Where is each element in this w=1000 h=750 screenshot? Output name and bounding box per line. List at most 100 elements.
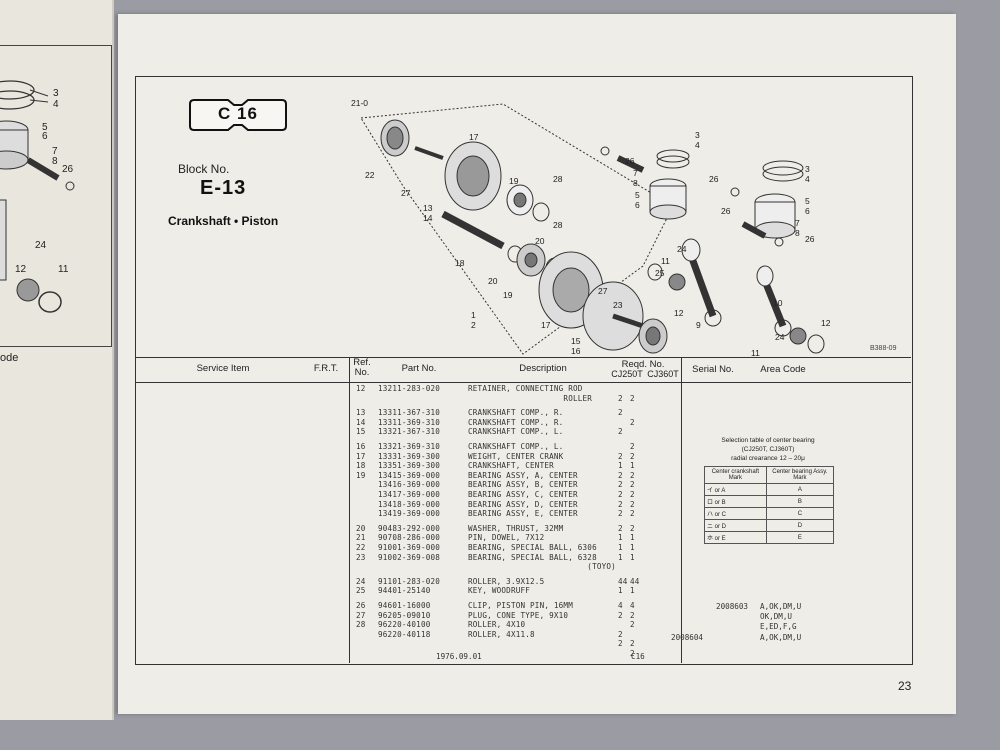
selection-table-title: Selection table of center bearing bbox=[721, 437, 815, 444]
diagram-callout: 18 bbox=[455, 258, 465, 268]
left-callout: 11 bbox=[58, 264, 69, 275]
diagram-callout: 8 bbox=[633, 178, 638, 188]
qty-cj250t-cell: 2 bbox=[618, 639, 623, 649]
description-cell: CLIP, PISTON PIN, 16MM bbox=[468, 601, 573, 610]
left-callout: 3 bbox=[53, 88, 59, 99]
qty-cj250t-cell: 4 bbox=[618, 601, 623, 610]
qty-cj360t-cell: 2 bbox=[630, 620, 635, 630]
qty-cj250t-cell: 2 bbox=[618, 499, 623, 509]
left-callout: 26 bbox=[62, 164, 74, 175]
page-number: 23 bbox=[898, 679, 912, 693]
diagram-callout: 22 bbox=[365, 170, 375, 180]
ref-cell: 24 bbox=[356, 576, 366, 586]
section-code: C 16 bbox=[218, 104, 258, 123]
description-cell: PIN, DOWEL, 7X12 bbox=[468, 533, 545, 543]
ref-cell: 19 bbox=[356, 470, 366, 480]
diagram-callout: 6 bbox=[635, 200, 640, 210]
assy-mark: C bbox=[765, 507, 835, 520]
qty-cj250t-cell: 2 bbox=[618, 470, 623, 480]
assy-mark: D bbox=[765, 519, 835, 532]
diagram-callout: 26 bbox=[805, 234, 815, 244]
exploded-parts-diagram: 21-0 22 27 17 13 14 19 28 28 18 20 20 19… bbox=[351, 98, 831, 358]
qty-cj250t-cell: 2 bbox=[618, 480, 623, 490]
part-no-cell: 13417-369-000 bbox=[378, 490, 441, 499]
diagram-callout: 5 bbox=[805, 196, 810, 206]
description-cell: BEARING ASSY, C, CENTER bbox=[468, 490, 578, 499]
diagram-callout: 20 bbox=[535, 236, 545, 246]
qty-cj250t-cell: 2 bbox=[618, 629, 623, 639]
ref-cell: 17 bbox=[356, 451, 366, 461]
diagram-callout: 27 bbox=[401, 188, 411, 198]
diagram-callout: 26 bbox=[625, 156, 635, 166]
diagram-callout: 26 bbox=[721, 206, 731, 216]
diagram-callout: 17 bbox=[541, 320, 551, 330]
selection-table-clearance: radial crearance 12 – 20μ bbox=[731, 455, 805, 462]
diagram-callout: 23 bbox=[613, 300, 623, 310]
left-callout: 5 bbox=[42, 122, 48, 133]
diagram-callout: 5 bbox=[635, 190, 640, 200]
diagram-callout: 15 bbox=[571, 336, 581, 346]
qty-cj250t-cell: 44 bbox=[618, 576, 628, 586]
description-cell: ROLLER bbox=[468, 393, 593, 403]
column-divider bbox=[349, 357, 350, 663]
description-cell: CRANKSHAFT COMP., L. bbox=[468, 442, 564, 451]
qty-cj360t-cell: 1 bbox=[630, 543, 635, 552]
description-cell: CRANKSHAFT COMP., R. bbox=[468, 417, 564, 427]
ref-cell: 26 bbox=[356, 601, 366, 610]
ref-cell: 14 bbox=[356, 417, 366, 427]
qty-cj250t-cell: 2 bbox=[618, 490, 623, 499]
diagram-callout: 9 bbox=[696, 320, 701, 330]
part-no-cell: 96205-09010 bbox=[378, 610, 431, 620]
qty-cj250t-cell: 1 bbox=[618, 543, 623, 552]
description-cell: BEARING ASSY, A, CENTER bbox=[468, 470, 578, 480]
col-service-item: Service Item bbox=[196, 363, 250, 374]
qty-cj250t-cell: 1 bbox=[618, 461, 623, 471]
part-no-cell: 90483-292-000 bbox=[378, 523, 441, 533]
ref-cell: 13 bbox=[356, 408, 366, 418]
qty-cj360t-cell: 1 bbox=[630, 586, 635, 596]
ref-cell: 16 bbox=[356, 442, 366, 451]
col-area-code: Area Code bbox=[760, 364, 806, 375]
description-cell: KEY, WOODRUFF bbox=[468, 586, 531, 596]
qty-cj250t-cell: 2 bbox=[618, 451, 623, 461]
qty-cj360t-cell: 1 bbox=[630, 552, 635, 562]
description-cell: CRANKSHAFT COMP., L. bbox=[468, 427, 564, 437]
diagram-callout: 3 bbox=[805, 164, 810, 174]
crankshaft-mark: ホ or E bbox=[704, 531, 767, 544]
col-ref-no: Ref. No. bbox=[353, 357, 371, 378]
diagram-callout: 19 bbox=[503, 290, 513, 300]
selection-col-assy-mark: Center bearing Assy. Mark bbox=[765, 466, 835, 484]
serial-number: 2008604 bbox=[671, 633, 704, 642]
footer-code: C16 bbox=[631, 652, 645, 661]
diagram-callout: 4 bbox=[805, 174, 810, 184]
description-cell: PLUG, CONE TYPE, 9X10 bbox=[468, 610, 569, 620]
part-no-cell: 90708-286-000 bbox=[378, 533, 441, 543]
description-cell: WASHER, THRUST, 32MM bbox=[468, 523, 564, 533]
assy-mark: E bbox=[765, 531, 835, 544]
qty-cj360t-cell: 2 bbox=[630, 417, 635, 427]
diagram-callout: 7 bbox=[795, 218, 800, 228]
part-no-cell: 13311-367-310 bbox=[378, 408, 441, 418]
left-callout: 7 bbox=[52, 146, 58, 157]
description-cell: WEIGHT, CENTER CRANK bbox=[468, 451, 564, 461]
page-frame bbox=[135, 76, 913, 665]
description-cell: BEARING, SPECIAL BALL, 6328 bbox=[468, 552, 597, 562]
description-cell: RETAINER, CONNECTING ROD bbox=[468, 384, 583, 393]
description-cell: ROLLER, 3.9X12.5 bbox=[468, 576, 545, 586]
diagram-callout: 28 bbox=[553, 220, 563, 230]
part-no-cell: 13418-369-000 bbox=[378, 499, 441, 509]
qty-cj360t-cell: 2 bbox=[630, 451, 635, 461]
diagram-callout: 7 bbox=[633, 168, 638, 178]
selection-grid: Center crankshaft Mark Center bearing As… bbox=[704, 466, 835, 544]
diagram-callout: 12 bbox=[674, 308, 684, 318]
description-cell: BEARING ASSY, D, CENTER bbox=[468, 499, 578, 509]
part-no-cell: 91002-369-008 bbox=[378, 552, 441, 562]
col-part-no: Part No. bbox=[401, 363, 437, 374]
part-no-cell: 13331-369-300 bbox=[378, 451, 441, 461]
col-model-cj250t: CJ250T bbox=[611, 369, 643, 379]
diagram-callout: 16 bbox=[571, 346, 581, 356]
left-page-code-heading: ode bbox=[0, 352, 19, 364]
center-bearing-selection-table: Selection table of center bearing (CJ250… bbox=[698, 436, 838, 544]
qty-cj360t-cell: 1 bbox=[630, 533, 635, 543]
diagram-callout: 24 bbox=[677, 244, 687, 254]
